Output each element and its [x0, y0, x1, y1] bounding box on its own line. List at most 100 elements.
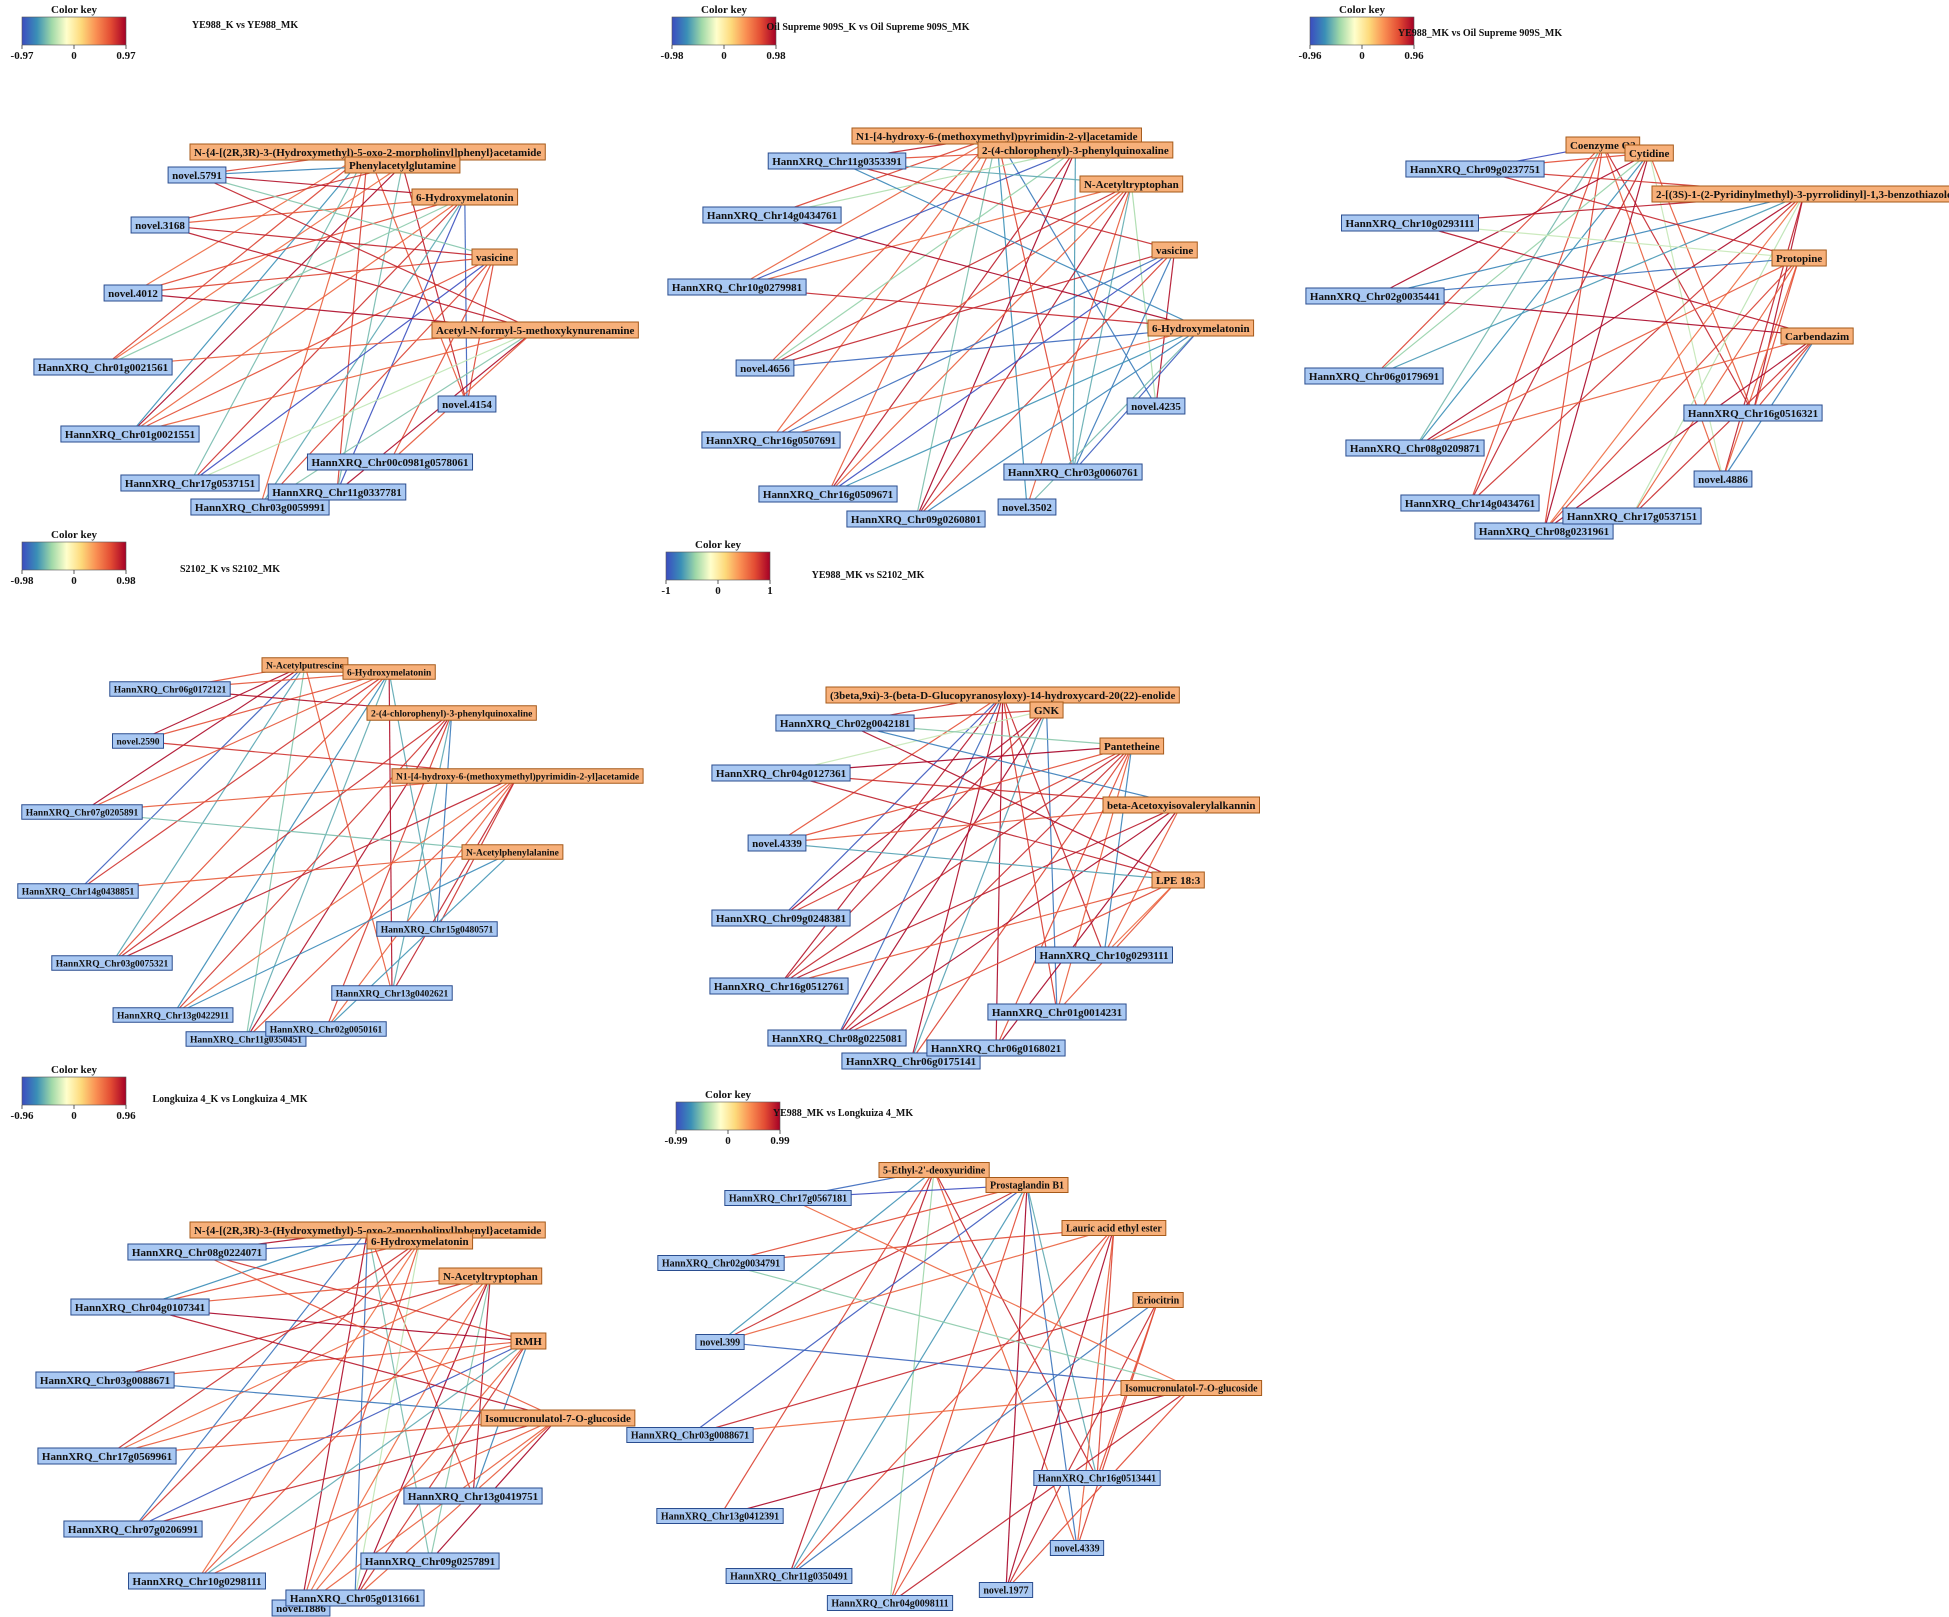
gene-node-box	[51, 955, 173, 971]
gene-node-label: HannXRQ_Chr04g0098111	[831, 1599, 948, 1610]
color-key-tick-label: 0	[71, 575, 77, 587]
gene-node-box	[1474, 522, 1614, 540]
correlation-edge	[325, 851, 513, 1030]
correlation-edge	[778, 879, 1179, 987]
correlation-edge	[81, 671, 390, 813]
metabolite-node-box	[391, 768, 644, 784]
metabolite-node: Eriocitrin	[1132, 1292, 1184, 1308]
gene-node: HannXRQ_Chr13g0402621	[331, 985, 453, 1001]
correlation-edge	[719, 1169, 935, 1343]
metabolite-node-box	[1151, 871, 1205, 889]
correlation-edge	[1414, 152, 1650, 449]
correlation-edge	[844, 722, 1179, 881]
gene-node-label: HannXRQ_Chr17g0537151	[125, 478, 255, 490]
correlation-edge	[104, 1275, 491, 1381]
correlation-edge	[764, 183, 1132, 369]
correlation-edge	[1543, 335, 1818, 532]
gene-node: HannXRQ_Chr17g0537151	[120, 474, 260, 492]
color-key-title: Color key	[1339, 4, 1385, 16]
correlation-edge	[1414, 193, 1805, 449]
gene-node: HannXRQ_Chr01g0014231	[987, 1003, 1127, 1021]
gene-node-label: novel.3168	[135, 220, 185, 232]
metabolite-node: N-Acetylputrescine	[261, 657, 349, 673]
gene-node: HannXRQ_Chr03g0060761	[1003, 463, 1143, 481]
correlation-edge	[836, 804, 1182, 1039]
gene-node-box	[656, 1508, 784, 1524]
gene-node: novel.4235	[1126, 397, 1186, 415]
metabolite-node-box	[431, 321, 639, 339]
metabolite-node: 6-Hydroxymelatonin	[1147, 319, 1255, 337]
gene-node: HannXRQ_Chr16g0512761	[709, 977, 849, 995]
color-key-tick-label: -0.98	[11, 575, 34, 587]
correlation-edge	[1130, 183, 1157, 407]
correlation-edge	[172, 851, 513, 1016]
gene-node-label: HannXRQ_Chr17g0567181	[729, 1194, 847, 1205]
correlation-edge	[1631, 335, 1818, 517]
correlation-edge	[915, 135, 998, 520]
gene-node-box	[1035, 946, 1173, 964]
gene-node-label: novel.1977	[983, 1586, 1028, 1597]
correlation-edge	[196, 174, 495, 258]
network-panel-3: Color key -0.96 0 0.96 YE988_MK vs Oil Supre…	[1299, 4, 1949, 540]
metabolite-node-box	[480, 1409, 636, 1427]
metabolite-node-label: Cytidine	[1629, 148, 1669, 160]
gene-node-label: HannXRQ_Chr11g0337781	[272, 487, 402, 499]
gene-node-label: HannXRQ_Chr07g0205891	[26, 808, 139, 818]
metabolite-node-label: N1-[4-hydroxy-6-(methoxymethyl)pyrimidin…	[856, 131, 1138, 143]
correlation-edge	[81, 664, 306, 813]
panel-title: YE988_MK vs Oil Supreme 909S_MK	[1398, 28, 1562, 39]
metabolite-node-box	[1651, 185, 1949, 203]
correlation-edge	[129, 329, 536, 435]
correlation-edge	[139, 1229, 368, 1308]
gene-node: HannXRQ_Chr13g0422911	[112, 1007, 234, 1023]
metabolite-node-label: Lauric acid ethyl ester	[1066, 1224, 1162, 1235]
gene-node-label: novel.4339	[752, 838, 802, 850]
gene-node-label: novel.4154	[442, 399, 492, 411]
gene-node-label: novel.3502	[1002, 502, 1052, 514]
gene-node-label: HannXRQ_Chr14g0438851	[22, 887, 135, 897]
metabolite-node-label: vasicine	[1156, 245, 1193, 257]
correlation-edge	[189, 196, 466, 484]
gene-node-box	[1693, 470, 1753, 488]
gene-node-label: HannXRQ_Chr05g0131661	[290, 1593, 420, 1605]
correlation-edge	[137, 664, 306, 742]
color-key-tick-label: 0.96	[1404, 50, 1424, 62]
correlation-edge	[472, 1275, 491, 1497]
color-key-tick-label: -0.96	[1299, 50, 1322, 62]
correlation-edge	[102, 151, 369, 368]
correlation-edge	[1374, 152, 1650, 297]
color-key-tick-label: -0.97	[11, 50, 34, 62]
metabolite-node-label: Acetyl-N-formyl-5-methoxykynurenamine	[436, 325, 634, 337]
gene-node-label: HannXRQ_Chr06g0172121	[114, 685, 227, 695]
gene-node-box	[747, 834, 807, 852]
gene-node-box	[130, 216, 190, 234]
correlation-edge	[1722, 257, 1800, 480]
color-key-tick-label: 0	[71, 1110, 77, 1122]
metabolite-node-label: N-Acetyltryptophan	[443, 1271, 538, 1283]
gene-node-label: HannXRQ_Chr09g0257891	[365, 1556, 495, 1568]
correlation-edge	[689, 1184, 1028, 1436]
gene-node-box	[17, 883, 139, 899]
correlation-edge	[129, 164, 403, 435]
gene-node-label: HannXRQ_Chr11g0353391	[772, 156, 902, 168]
color-key-tick-label: 0	[1359, 50, 1365, 62]
gene-node-box	[190, 498, 330, 516]
panel-title: Oil Supreme 909S_K vs Oil Supreme 909S_M…	[767, 22, 970, 33]
gene-node-box	[1033, 1470, 1161, 1486]
correlation-edge	[1374, 257, 1800, 297]
metabolite-node-box	[985, 1177, 1069, 1193]
metabolite-node-box	[1120, 1380, 1263, 1396]
gene-node-label: HannXRQ_Chr13g0402621	[336, 989, 449, 999]
correlation-edge	[780, 709, 1047, 919]
correlation-edge	[104, 1340, 529, 1381]
metabolite-node: N-Acetyltryptophan	[438, 1267, 543, 1285]
metabolite-node-label: 2-(4-chlorophenyl)-3-phenylquinoxaline	[982, 145, 1169, 157]
gene-node-label: HannXRQ_Chr09g0248381	[716, 913, 846, 925]
correlation-edge	[336, 164, 404, 493]
metabolite-node-label: (3beta,9xi)-3-(beta-D-Glucopyranosyloxy)…	[830, 690, 1175, 702]
gene-node: HannXRQ_Chr06g0179691	[1304, 367, 1444, 385]
metabolite-node-label: N-Acetylputrescine	[266, 661, 344, 671]
correlation-edge	[778, 745, 1133, 987]
gene-node-box	[33, 358, 173, 376]
